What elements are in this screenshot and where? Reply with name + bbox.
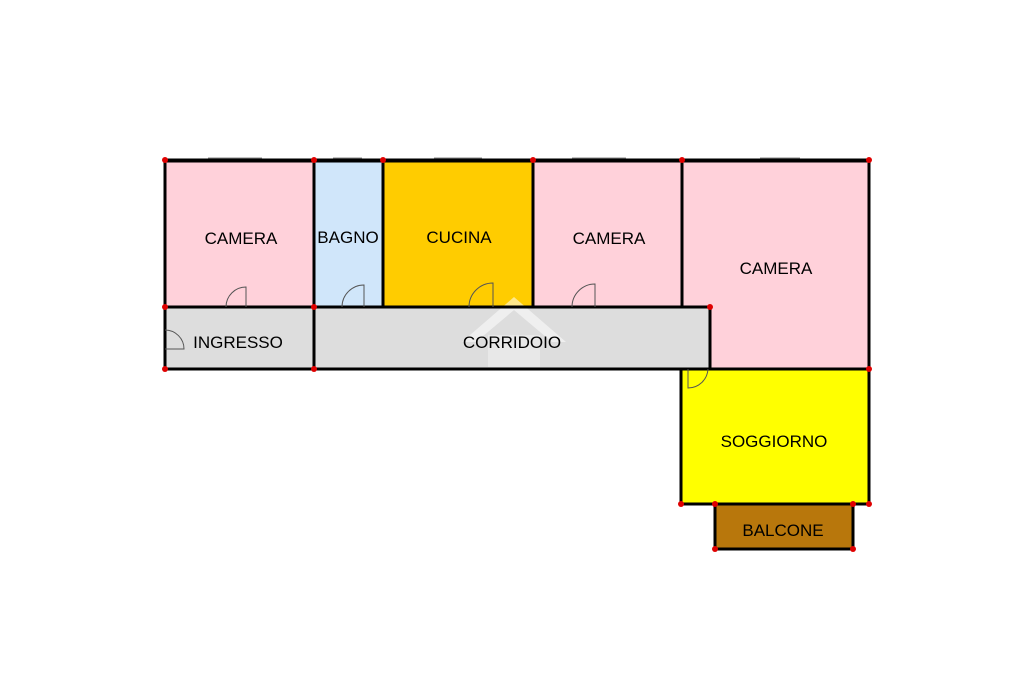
door-swings (164, 282, 709, 389)
room-corridoio (314, 307, 710, 369)
room-soggiorno (681, 369, 869, 504)
room-camera-2 (533, 160, 682, 307)
label-camera-1: CAMERA (205, 229, 278, 248)
label-ingresso: INGRESSO (193, 333, 283, 352)
room-balcone (715, 504, 853, 549)
label-bagno: BAGNO (317, 228, 378, 247)
label-corridoio: CORRIDOIO (463, 333, 561, 352)
label-cucina: CUCINA (426, 228, 492, 247)
label-balcone: BALCONE (742, 521, 823, 540)
room-camera-3 (682, 160, 869, 369)
room-ingresso (165, 307, 314, 369)
room-bagno (314, 160, 383, 307)
watermark-logo (462, 297, 566, 367)
label-camera-3: CAMERA (740, 259, 813, 278)
label-camera-2: CAMERA (573, 229, 646, 248)
room-cucina (383, 160, 533, 307)
label-soggiorno: SOGGIORNO (721, 432, 828, 451)
corner-nodes (162, 157, 872, 552)
room-camera-1 (165, 160, 314, 307)
